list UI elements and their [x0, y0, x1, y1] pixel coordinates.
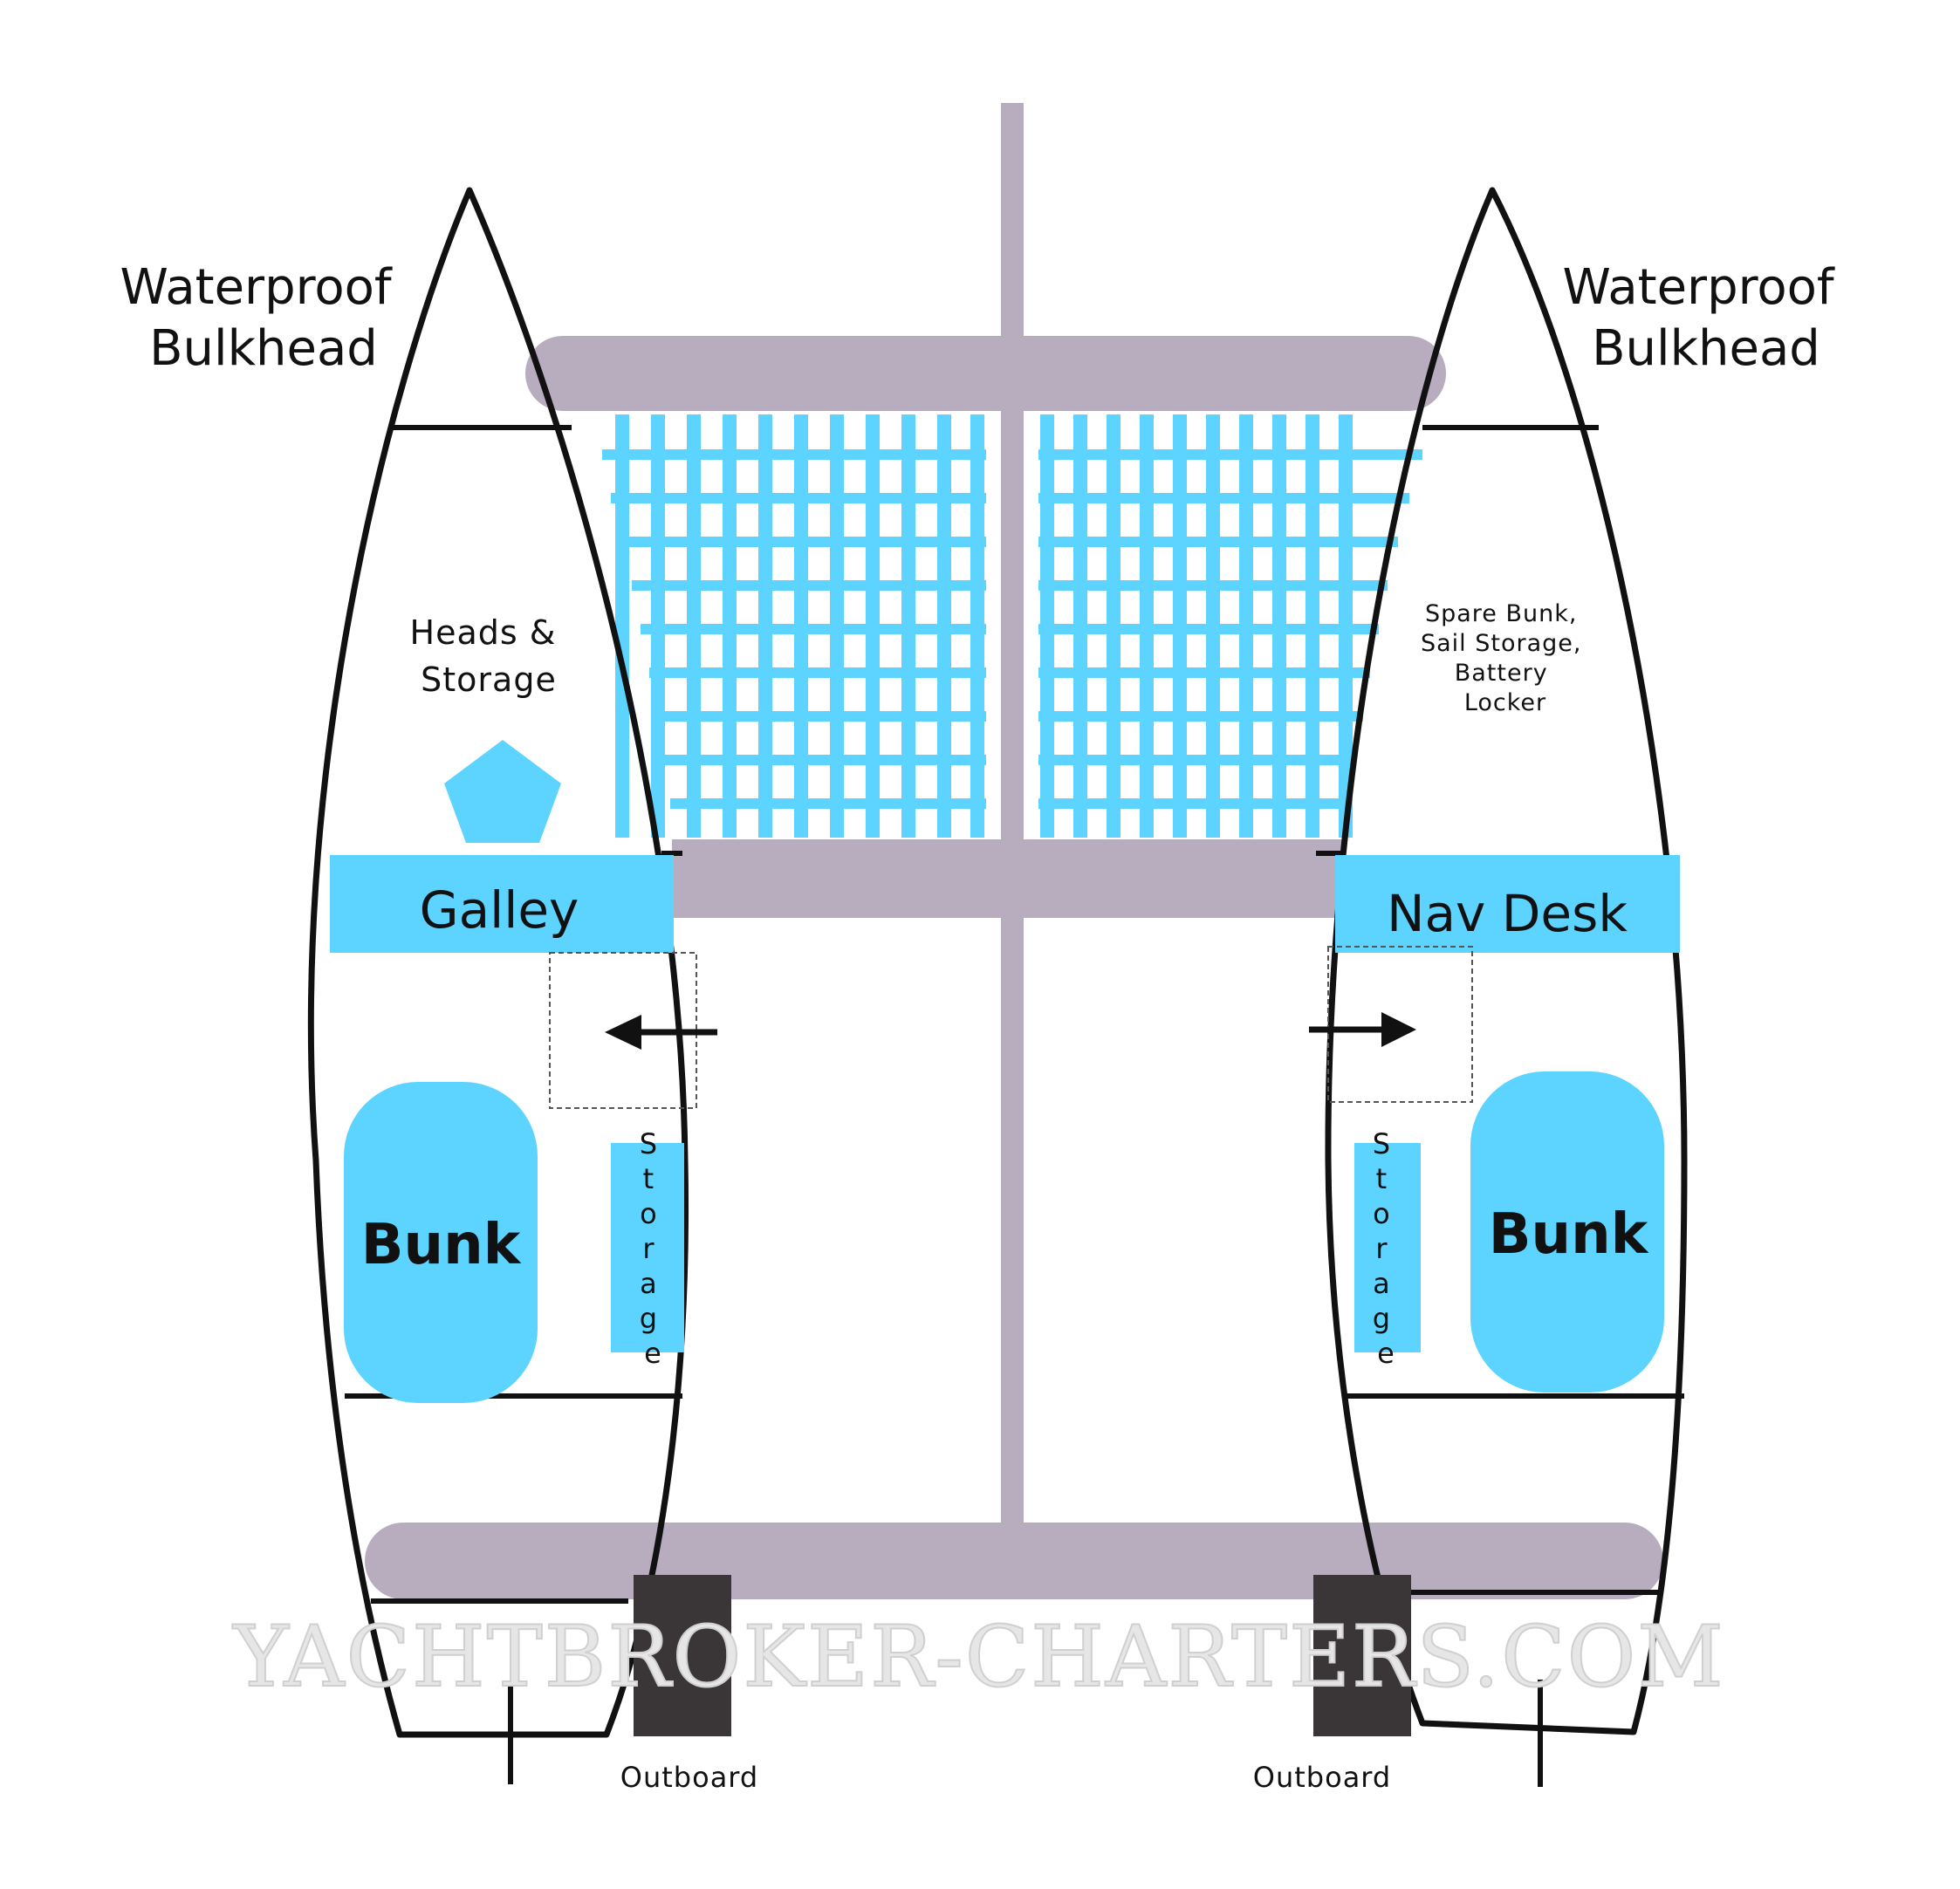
middle-beam	[672, 839, 1344, 918]
right-door-outline	[1327, 946, 1473, 1103]
trampoline-net-left	[602, 414, 986, 838]
galley-label: Galley	[420, 880, 579, 940]
spare-bunk-label: Spare Bunk, Sail Storage, Battery Locker	[1421, 600, 1590, 716]
right-arrow-icon	[1309, 1012, 1416, 1047]
left-outboard-label: Outboard	[620, 1761, 758, 1794]
galley-block	[330, 855, 674, 953]
left-outboard-motor	[634, 1575, 731, 1736]
pentagon-icon	[444, 740, 561, 843]
trampoline-net-right	[1038, 414, 1422, 838]
nav-desk-block	[1335, 855, 1680, 953]
right-bunk-block	[1470, 1071, 1664, 1393]
nav-desk-label: Nav Desk	[1387, 884, 1628, 943]
right-bulkhead-label: Waterproof Bulkhead	[1563, 259, 1850, 377]
right-hull-bulkheads	[1316, 425, 1684, 1787]
left-storage-label: S t o r a g e	[640, 1127, 666, 1370]
right-hull	[1325, 187, 1688, 1735]
rear-beam	[365, 1523, 1663, 1599]
right-bunk-label: Bunk	[1489, 1202, 1649, 1267]
heads-storage-label: Heads & Storage	[410, 613, 568, 699]
left-hull	[307, 187, 689, 1738]
right-storage-block	[1354, 1143, 1421, 1352]
right-outboard-motor	[1313, 1575, 1411, 1736]
left-arrow-icon	[605, 1015, 717, 1050]
left-bulkhead-label: Waterproof Bulkhead	[120, 259, 408, 377]
right-outboard-label: Outboard	[1253, 1761, 1391, 1794]
left-bunk-label: Bunk	[361, 1213, 522, 1277]
right-storage-label: S t o r a g e	[1373, 1127, 1399, 1370]
left-bunk-block	[344, 1082, 538, 1403]
left-door-outline	[549, 952, 697, 1109]
watermark: YACHTBROKER-CHARTERS.COM	[231, 1608, 1724, 1706]
front-beam	[525, 336, 1446, 411]
left-storage-block	[611, 1143, 684, 1352]
mast-spine	[1001, 103, 1024, 1534]
